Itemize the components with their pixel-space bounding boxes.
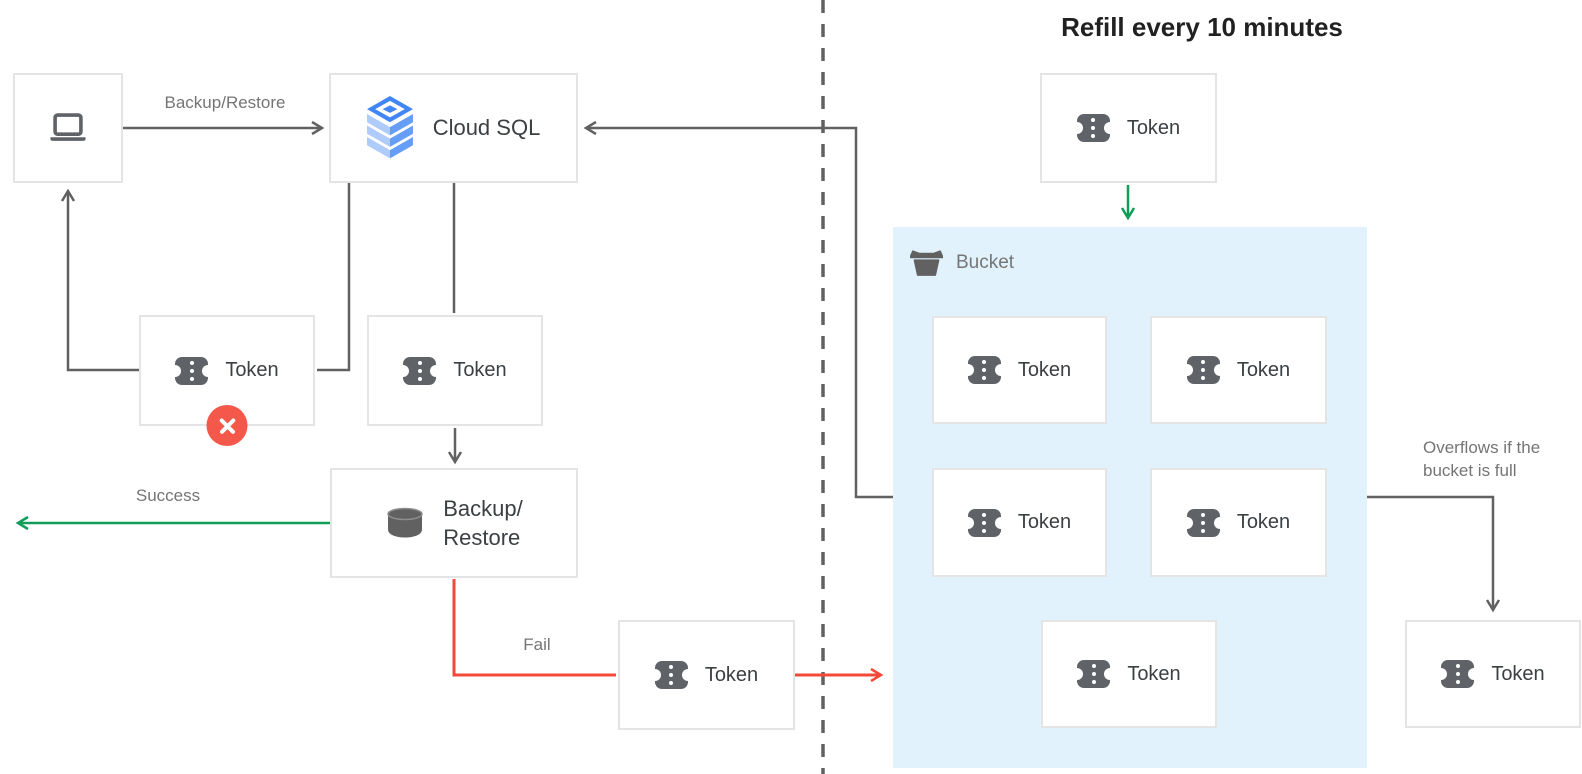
bucket-token-3: Token [932, 468, 1107, 577]
database-icon [387, 507, 423, 538]
node-label: Token [1126, 116, 1181, 139]
node-label: Token [1017, 358, 1072, 381]
node-label: Token [1127, 662, 1181, 685]
token-icon [654, 661, 688, 689]
bucket-icon [910, 250, 943, 276]
bucket-header: Bucket [910, 250, 1014, 276]
node-cloud-sql: Cloud SQL [329, 73, 578, 183]
token-icon [1441, 660, 1475, 688]
node-token-overflow: Token [1405, 620, 1581, 728]
node-label: Token [704, 663, 759, 686]
edge-label-success: Success [135, 486, 201, 505]
node-backup-restore: Backup/ Restore [330, 468, 578, 578]
edge-label-backup-restore: Backup/Restore [164, 93, 286, 112]
bucket-label: Bucket [956, 252, 1015, 273]
node-client [13, 73, 123, 183]
token-icon [1077, 660, 1111, 688]
token-icon [1186, 508, 1220, 537]
laptop-icon [50, 112, 86, 141]
node-label: Token [1491, 662, 1545, 685]
node-label: Token [1017, 511, 1072, 533]
node-label: Token [1236, 511, 1291, 533]
node-label: Token [1236, 358, 1291, 381]
token-icon [1186, 356, 1220, 384]
bucket-token-4: Token [1150, 468, 1327, 577]
node-token-refill: Token [1040, 73, 1217, 183]
node-label: Cloud SQL [432, 115, 541, 140]
node-token-rejected: Token [139, 315, 315, 446]
token-icon [403, 356, 437, 385]
bucket-token-5: Token [1041, 620, 1217, 728]
token-icon [967, 508, 1001, 537]
node-token-pending: Token [367, 315, 543, 426]
error-x-icon [206, 405, 248, 446]
node-label: Backup/ Restore [443, 496, 523, 550]
node-label: Token [225, 359, 279, 381]
diagram-title: Refill every 10 minutes [1061, 12, 1343, 42]
bucket-token-2: Token [1150, 316, 1327, 424]
edge-label-fail: Fail [523, 635, 551, 654]
node-label: Token [453, 359, 507, 381]
cloud-sql-icon [366, 96, 413, 159]
token-icon [175, 356, 209, 385]
edge-label-overflow: Overflows if the bucket is full [1423, 438, 1541, 480]
node-token-fail: Token [618, 620, 795, 730]
token-icon [967, 356, 1001, 384]
token-icon [1076, 114, 1110, 142]
bucket-token-1: Token [932, 316, 1107, 424]
